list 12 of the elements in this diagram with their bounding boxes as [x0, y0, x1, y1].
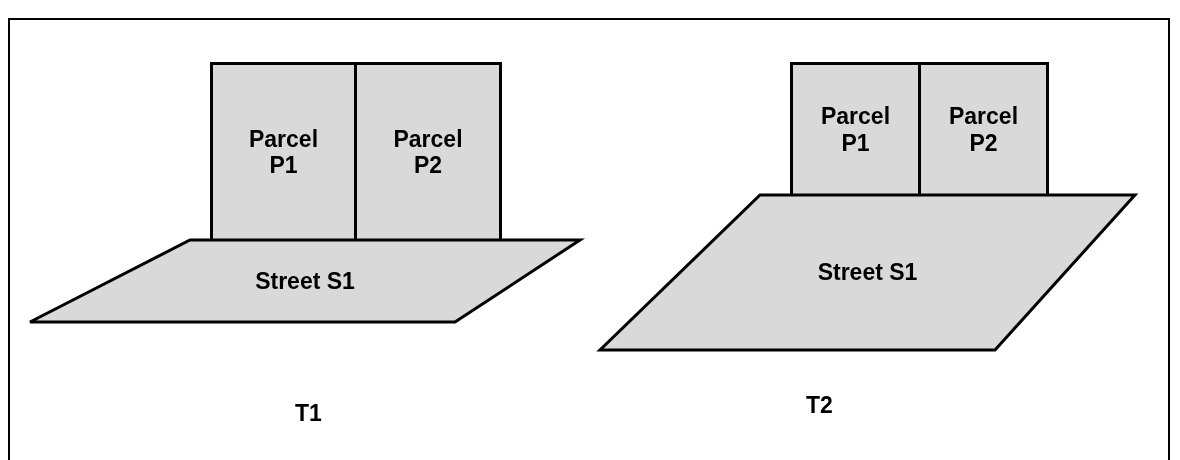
- parcel-box: [790, 62, 921, 197]
- node-label: Street S1: [816, 259, 919, 286]
- parcel-box: [918, 62, 1049, 197]
- caption-label: T2: [806, 392, 833, 419]
- node-label: Parcel P1: [247, 125, 320, 179]
- node-label: Parcel P2: [947, 103, 1020, 156]
- parcel-box: [354, 62, 502, 242]
- node-label: Parcel P2: [392, 125, 464, 179]
- node-label: Parcel P1: [819, 103, 892, 156]
- node-label: Street S1: [254, 267, 356, 295]
- caption-label: T1: [295, 400, 322, 427]
- parcel-box: [210, 62, 357, 242]
